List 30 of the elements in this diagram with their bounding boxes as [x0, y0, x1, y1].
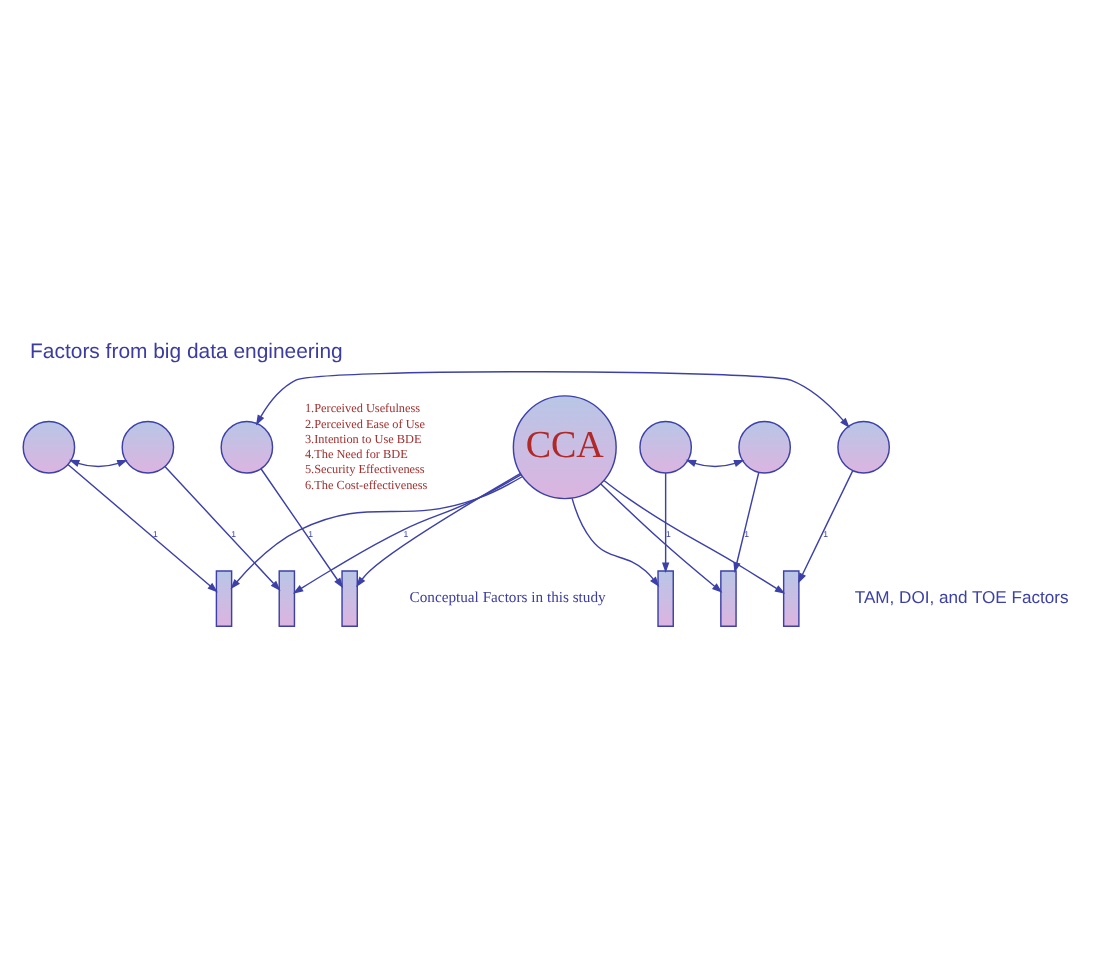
label: TAM, DOI, and TOE Factors [854, 586, 1069, 607]
arrow [230, 476, 523, 590]
arrow [255, 371, 850, 429]
arrow [685, 459, 745, 468]
arrow [600, 483, 723, 593]
node-circle [639, 420, 693, 474]
arrow [68, 459, 128, 468]
node-box [720, 570, 737, 627]
arrow [260, 468, 344, 589]
diagram-title: Factors from big data engineering [30, 342, 343, 365]
node-box [782, 570, 800, 627]
caption: Conceptual Factors in this study [409, 588, 606, 607]
arrow [356, 472, 521, 588]
node-box [341, 570, 358, 627]
node-circle [738, 420, 792, 474]
arrow [661, 472, 670, 573]
arrow [571, 497, 660, 588]
node-circle [121, 420, 175, 474]
node-box [657, 570, 674, 627]
node-circle [837, 420, 891, 474]
node-circle [220, 420, 274, 474]
arrow [292, 473, 522, 594]
node-box [278, 570, 296, 627]
node-box [215, 570, 233, 627]
node-circle [22, 420, 76, 474]
arrow [164, 465, 281, 591]
node-circle: CCA [512, 395, 617, 500]
arrow [798, 469, 854, 584]
arrow [603, 479, 786, 594]
arrow [67, 463, 218, 593]
